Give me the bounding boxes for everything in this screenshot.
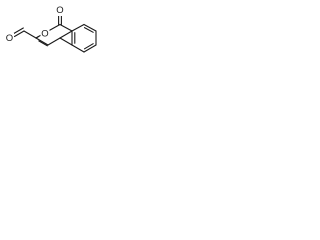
- bond-c3-c4-a: [35, 37, 49, 46]
- chemical-structure-drawing: O O O: [5, 5, 97, 53]
- label-bg-aldehyde-oxygen: [5, 33, 14, 44]
- carbonyl-oxygen-label: O: [56, 5, 63, 16]
- atom-label-group: O O O: [5, 5, 65, 44]
- bond-c4-c4a: [47, 37, 61, 46]
- bond-group: [13, 14, 97, 53]
- bond-cho-o-b: [13, 27, 24, 35]
- bond-c3-c4-b: [38, 40, 48, 47]
- bond-c4a-c4a2: [59, 37, 73, 46]
- bond-c6-c5-inner: [83, 43, 94, 50]
- bond-c8-c7: [83, 23, 97, 32]
- bond-cho-o-a: [13, 30, 25, 38]
- bond-c5-c4a: [71, 44, 85, 53]
- label-bg-carbonyl-oxygen: [55, 5, 65, 16]
- bond-c3-cho: [23, 30, 37, 39]
- ring-oxygen-label: O: [41, 29, 48, 40]
- bond-c4a-c8a: [59, 30, 73, 39]
- bond-c8-c7-inner: [83, 27, 94, 33]
- structure-canvas: O O O: [0, 0, 110, 69]
- aldehyde-oxygen-label: O: [6, 33, 13, 44]
- bond-c8a-c8: [71, 23, 85, 32]
- bond-c8a-c1: [59, 23, 73, 32]
- label-bg-ring-oxygen: [40, 28, 50, 40]
- bond-c6-c5: [83, 44, 97, 53]
